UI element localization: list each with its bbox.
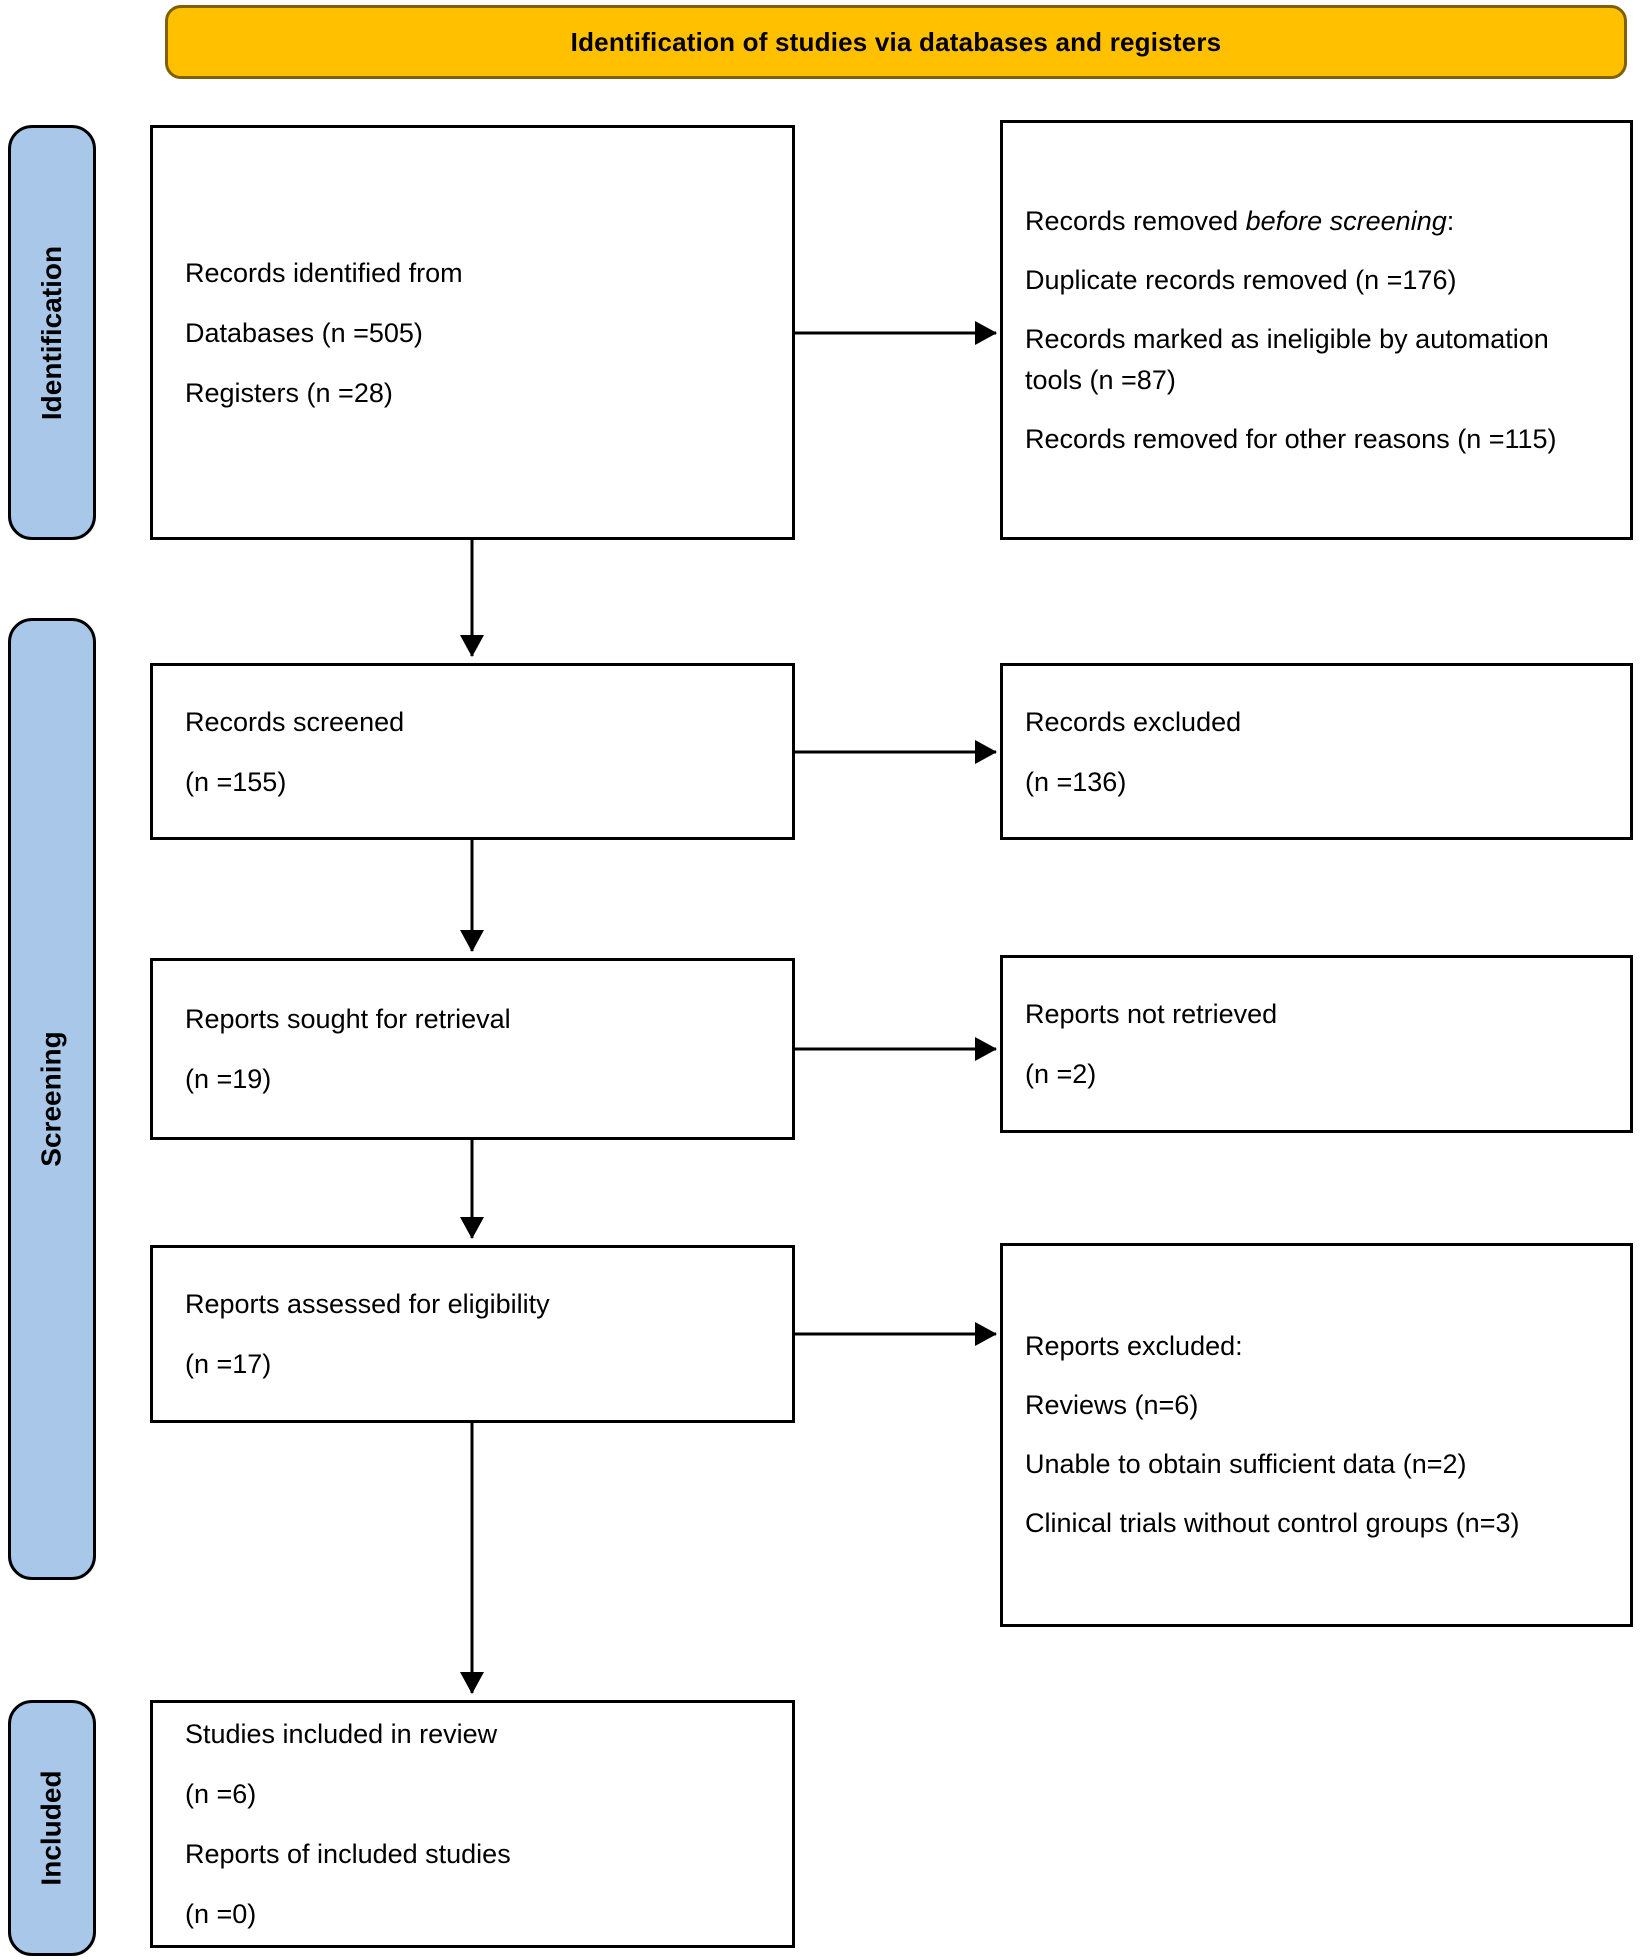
- reports-sought-label: Reports sought for retrieval: [185, 1004, 511, 1034]
- stage-label-included-text: Included: [36, 1770, 67, 1886]
- box-records-removed-before-screening: Records removed before screening: Duplic…: [1000, 120, 1633, 540]
- reports-not-retrieved-label: Reports not retrieved: [1025, 999, 1278, 1029]
- records-excluded-count: (n =136): [1025, 766, 1127, 797]
- records-excluded-label: Records excluded: [1025, 706, 1242, 737]
- stage-label-included: Included: [8, 1700, 96, 1956]
- box-reports-sought: Reports sought for retrieval (n =19): [150, 958, 795, 1140]
- records-removed-other: Records removed for other reasons (n =11…: [1025, 423, 1557, 454]
- banner-identification-of-studies: Identification of studies via databases …: [165, 5, 1627, 79]
- records-identified-registers: Registers (n =28): [185, 377, 393, 408]
- records-removed-title-suffix: :: [1446, 205, 1455, 236]
- records-removed-title: Records removed before screening:: [1025, 201, 1600, 242]
- box-records-screened: Records screened (n =155): [150, 663, 795, 840]
- box-reports-assessed: Reports assessed for eligibility (n =17): [150, 1245, 795, 1423]
- reports-of-included-count: (n =0): [185, 1899, 257, 1929]
- banner-title: Identification of studies via databases …: [570, 26, 1222, 57]
- records-removed-title-prefix: Records removed: [1025, 205, 1246, 236]
- stage-label-identification-text: Identification: [36, 245, 68, 420]
- records-screened-label: Records screened: [185, 706, 405, 737]
- stage-label-screening-text: Screening: [36, 1031, 68, 1167]
- reports-excluded-reviews: Reviews (n=6): [1025, 1390, 1199, 1420]
- studies-included-count: (n =6): [185, 1779, 257, 1809]
- reports-assessed-count: (n =17): [185, 1349, 272, 1379]
- reports-of-included-label: Reports of included studies: [185, 1839, 511, 1869]
- box-reports-excluded: Reports excluded: Reviews (n=6) Unable t…: [1000, 1243, 1633, 1627]
- reports-excluded-no-control: Clinical trials without control groups (…: [1025, 1508, 1520, 1538]
- box-reports-not-retrieved: Reports not retrieved (n =2): [1000, 955, 1633, 1133]
- stage-label-screening: Screening: [8, 618, 96, 1580]
- records-removed-title-italic: before screening: [1245, 205, 1447, 236]
- records-removed-automation: Records marked as ineligible by automati…: [1025, 323, 1549, 395]
- records-identified-databases: Databases (n =505): [185, 317, 423, 348]
- box-records-identified: Records identified from Databases (n =50…: [150, 125, 795, 540]
- reports-excluded-insufficient-data: Unable to obtain sufficient data (n=2): [1025, 1449, 1467, 1479]
- records-screened-count: (n =155): [185, 766, 287, 797]
- reports-not-retrieved-count: (n =2): [1025, 1059, 1097, 1089]
- reports-excluded-title: Reports excluded:: [1025, 1331, 1243, 1361]
- reports-sought-count: (n =19): [185, 1064, 272, 1094]
- records-identified-line: Records identified from: [185, 257, 463, 288]
- box-records-excluded: Records excluded (n =136): [1000, 663, 1633, 840]
- records-removed-duplicates: Duplicate records removed (n =176): [1025, 264, 1457, 295]
- stage-label-identification: Identification: [8, 125, 96, 540]
- studies-included-label: Studies included in review: [185, 1719, 498, 1749]
- box-studies-included: Studies included in review (n =6) Report…: [150, 1700, 795, 1948]
- reports-assessed-label: Reports assessed for eligibility: [185, 1289, 550, 1319]
